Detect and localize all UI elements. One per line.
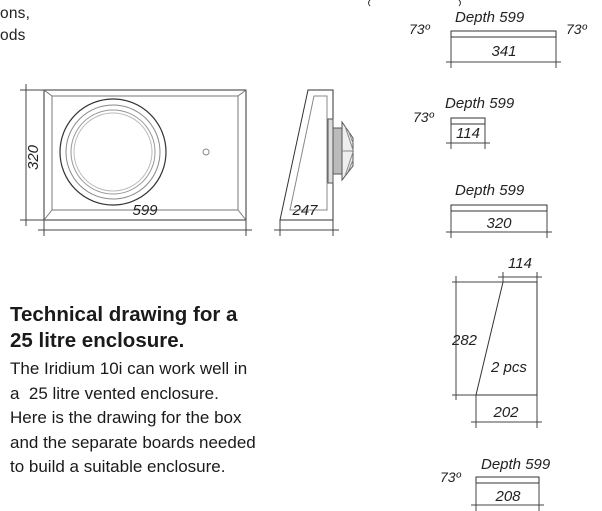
part-5-board — [471, 476, 544, 511]
part-1-angle-right: 73º — [566, 21, 588, 37]
part-3-depth: Depth 599 — [455, 182, 525, 199]
side-dimensions — [274, 220, 339, 236]
intro-line-2: ods — [0, 27, 26, 44]
woofer-front — [59, 98, 167, 206]
part-2-depth: Depth 599 — [445, 95, 515, 112]
part-3-width: 320 — [486, 215, 512, 232]
description-line-3: Here is the drawing for the box — [10, 408, 242, 427]
description-line-4: and the separate boards needed — [10, 432, 256, 452]
part-4-count: 2 pcs — [490, 359, 527, 376]
part-4-bottom-width: 202 — [492, 404, 519, 421]
part-1-angle-left: 73º — [409, 21, 431, 37]
description-line-1: The Iridium 10i can work well in — [10, 359, 248, 378]
part-4-height: 282 — [451, 332, 478, 349]
cut-off-bracket — [368, 0, 371, 7]
drawing-description: The Iridium 10i can work well in a 25 li… — [10, 357, 256, 480]
part-4-top-width: 114 — [508, 255, 532, 272]
side-view — [279, 89, 354, 221]
cut-off-bracket-right — [458, 0, 461, 7]
front-dimensions — [20, 84, 252, 236]
part-4-side-panel — [452, 272, 542, 428]
drawing-heading: Technical drawing for a 25 litre enclosu… — [10, 302, 237, 354]
part-2-board — [446, 117, 490, 149]
description-line-5: to build a suitable enclosure. — [10, 457, 226, 476]
intro-line-1: ons, — [0, 5, 31, 22]
part-1-depth: Depth 599 — [455, 9, 525, 26]
part-5-depth: Depth 599 — [481, 456, 551, 473]
part-5-angle-left: 73º — [440, 469, 462, 485]
front-width-label: 599 — [132, 202, 158, 219]
heading-line-2: 25 litre enclosure. — [10, 329, 185, 352]
part-2-angle-left: 73º — [413, 109, 435, 125]
part-2-width: 114 — [456, 125, 480, 142]
part-3-board — [446, 204, 552, 238]
front-height-label: 320 — [25, 144, 42, 170]
side-depth-label: 247 — [291, 202, 318, 219]
front-view — [43, 89, 247, 221]
description-line-2: a 25 litre vented enclosure. — [10, 383, 219, 403]
part-1-width: 341 — [491, 43, 516, 60]
part-1-board — [446, 30, 561, 68]
heading-line-1: Technical drawing for a — [10, 303, 238, 326]
part-5-width: 208 — [494, 488, 521, 505]
woofer-side — [327, 118, 354, 184]
